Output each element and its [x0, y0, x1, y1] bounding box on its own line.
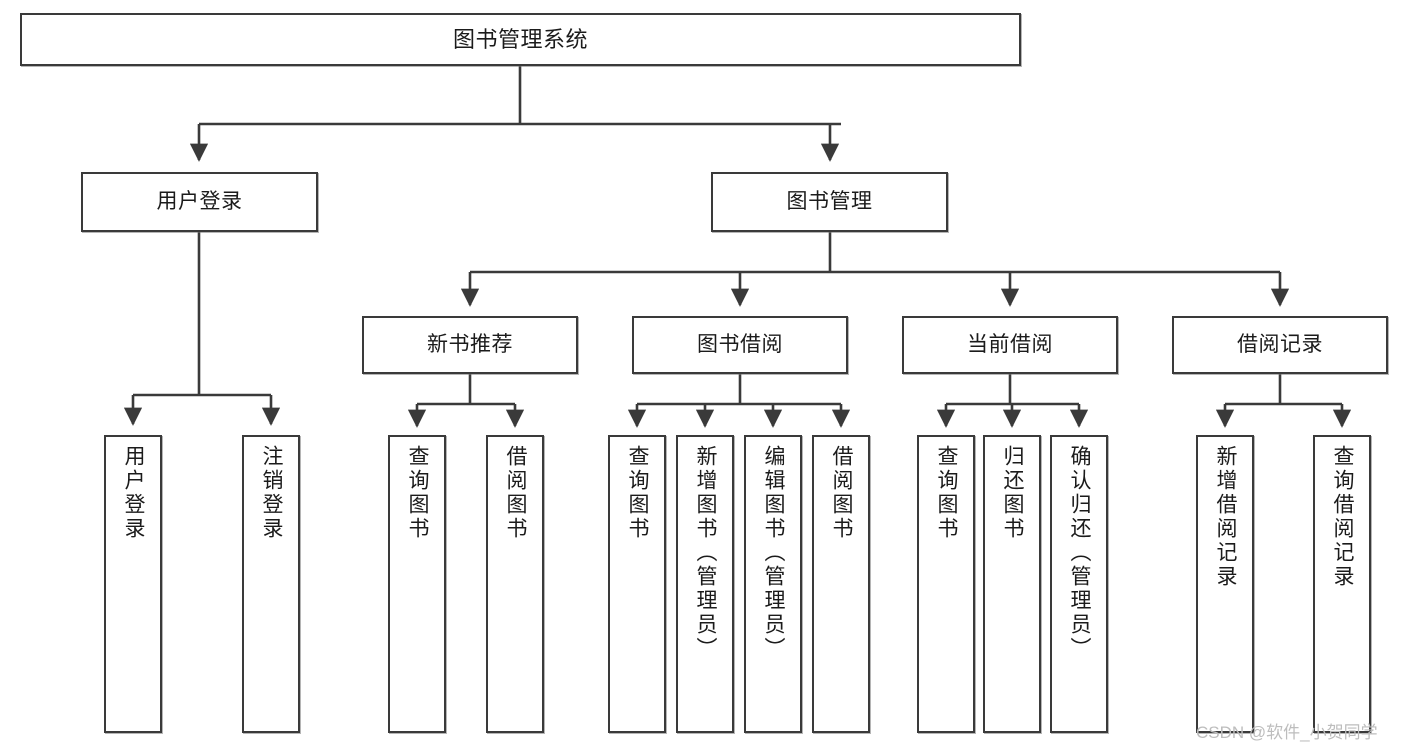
leaf-borrow-add-book-label: 新增图书（管理员）	[694, 445, 718, 661]
leaf-borrow-query-book[interactable]: 查询图书	[608, 435, 666, 733]
leaf-rec-query-book[interactable]: 查询图书	[388, 435, 446, 733]
leaf-rec-query-record[interactable]: 查询借阅记录	[1313, 435, 1371, 733]
leaf-borrow-edit-book-label: 编辑图书（管理员）	[762, 445, 786, 661]
leaf-cur-return-book-label: 归还图书	[1001, 445, 1025, 541]
leaf-borrow-lend-book-label: 借阅图书	[830, 445, 854, 541]
node-user-login[interactable]: 用户登录	[81, 172, 318, 232]
node-borrow-record[interactable]: 借阅记录	[1172, 316, 1388, 374]
node-current-borrow-label: 当前借阅	[967, 332, 1053, 356]
leaf-cur-confirm-return-label: 确认归还（管理员）	[1068, 445, 1092, 661]
leaf-rec-borrow-book-label: 借阅图书	[504, 445, 528, 541]
leaf-cur-return-book[interactable]: 归还图书	[983, 435, 1041, 733]
node-root[interactable]: 图书管理系统	[20, 13, 1021, 66]
node-book-borrow-label: 图书借阅	[697, 332, 783, 356]
leaf-user-logout-label: 注销登录	[260, 445, 284, 541]
leaf-cur-confirm-return[interactable]: 确认归还（管理员）	[1050, 435, 1108, 733]
leaf-rec-query-record-label: 查询借阅记录	[1331, 445, 1355, 589]
node-new-book-recommend[interactable]: 新书推荐	[362, 316, 578, 374]
leaf-rec-add-record[interactable]: 新增借阅记录	[1196, 435, 1254, 733]
leaf-rec-query-book-label: 查询图书	[406, 445, 430, 541]
node-borrow-record-label: 借阅记录	[1237, 332, 1323, 356]
leaf-rec-borrow-book[interactable]: 借阅图书	[486, 435, 544, 733]
leaf-borrow-add-book[interactable]: 新增图书（管理员）	[676, 435, 734, 733]
leaf-user-login[interactable]: 用户登录	[104, 435, 162, 733]
leaf-user-logout[interactable]: 注销登录	[242, 435, 300, 733]
leaf-borrow-lend-book[interactable]: 借阅图书	[812, 435, 870, 733]
csdn-watermark: CSDN @软件_小贺同学	[1196, 723, 1378, 742]
node-book-manage-label: 图书管理	[786, 189, 873, 213]
node-user-login-label: 用户登录	[156, 189, 243, 213]
leaf-borrow-query-book-label: 查询图书	[626, 445, 650, 541]
node-new-book-recommend-label: 新书推荐	[427, 332, 513, 356]
leaf-cur-query-book[interactable]: 查询图书	[917, 435, 975, 733]
node-book-borrow[interactable]: 图书借阅	[632, 316, 848, 374]
leaf-cur-query-book-label: 查询图书	[935, 445, 959, 541]
leaf-rec-add-record-label: 新增借阅记录	[1214, 445, 1238, 589]
node-book-manage[interactable]: 图书管理	[711, 172, 948, 232]
node-current-borrow[interactable]: 当前借阅	[902, 316, 1118, 374]
node-root-label: 图书管理系统	[452, 26, 588, 52]
leaf-user-login-label: 用户登录	[122, 445, 146, 541]
leaf-borrow-edit-book[interactable]: 编辑图书（管理员）	[744, 435, 802, 733]
